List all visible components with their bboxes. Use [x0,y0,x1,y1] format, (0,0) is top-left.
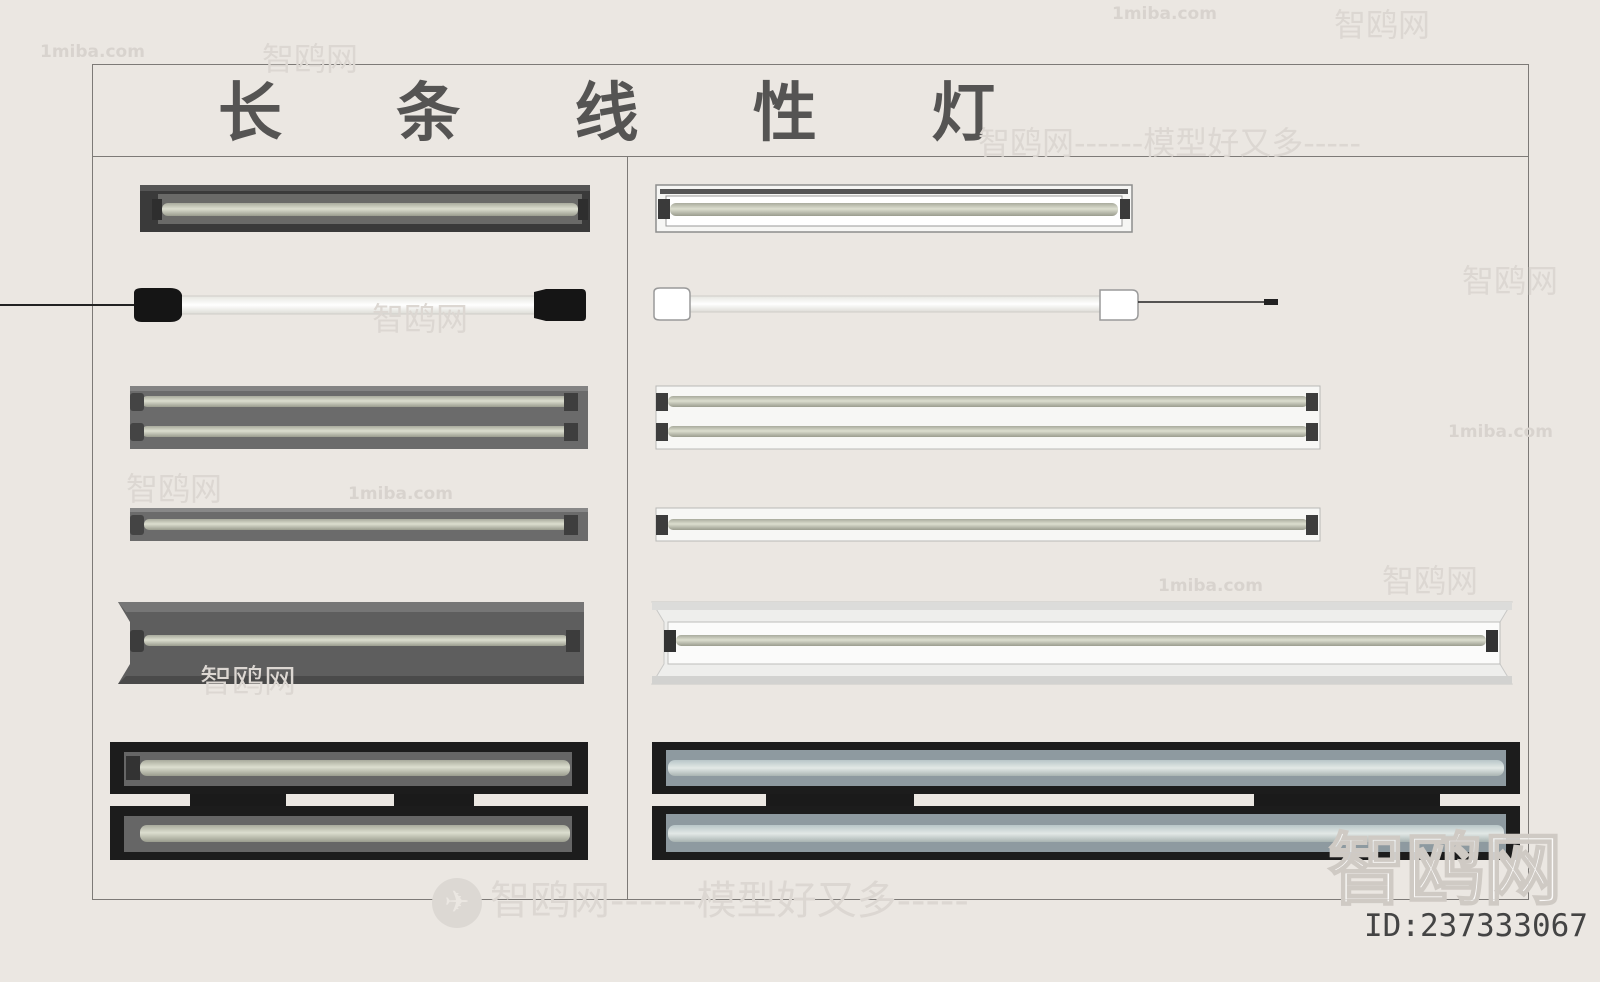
watermark-site: 智鸥网 [1334,6,1431,44]
fixture-suspended-tube-white [653,287,1278,321]
watermark-footer: 智鸥网------模型好又多----- [490,878,969,924]
fixture-gray-single-batten [130,508,588,541]
watermark-site: 智鸥网 [126,470,223,508]
watermark-domain: 1miba.com [1112,4,1217,24]
fixture-dark-recessed-batten [140,185,590,232]
page-title: 长 条 线 性 灯 [218,77,1042,151]
watermark-site: 智鸥网 [372,300,469,338]
watermark-site: 智鸥网 [262,40,359,78]
fixture-gray-twin-batten [130,386,588,449]
watermark-big-site: 智鸥网 [1327,825,1563,917]
watermark-domain: 1miba.com [348,484,453,504]
model-id-label: ID:237333067 [1362,908,1590,944]
watermark-domain: 1miba.com [1158,576,1263,596]
fixture-black-twin-box-long [652,742,1520,860]
fixture-white-twin-batten [655,385,1321,450]
bird-logo-icon: ✈ [432,878,482,928]
title-divider [92,156,1529,157]
watermark-site: 智鸥网 [200,662,297,700]
fixture-suspended-tube-black [0,288,586,322]
watermark-domain: 1miba.com [1448,422,1553,442]
watermark-domain: 1miba.com [40,42,145,62]
fixture-white-reflector [651,601,1513,685]
fixture-gray-reflector [118,602,584,684]
fixture-white-recessed-batten [655,184,1133,233]
watermark-site: 智鸥网 [1382,562,1479,600]
fixture-white-single-batten [655,507,1321,542]
watermark-site: 智鸥网 [1462,262,1559,300]
product-board-frame [92,64,1529,900]
column-divider [627,157,628,900]
watermark-slogan: 智鸥网------模型好又多----- [978,124,1362,162]
fixture-black-twin-box [110,742,588,860]
